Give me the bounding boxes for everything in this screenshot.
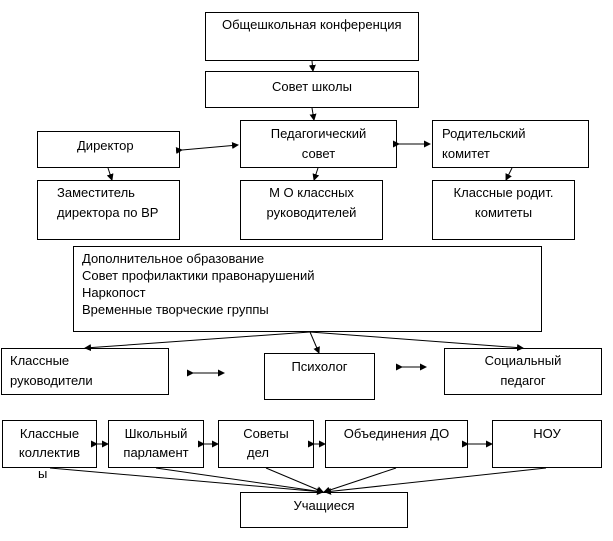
councils-of-affairs-label-2: дел bbox=[247, 445, 269, 460]
conference-box bbox=[205, 12, 419, 61]
arrow-associations-to-students bbox=[323, 467, 397, 494]
class-teachers-box bbox=[1, 348, 169, 395]
mo-class-teachers-box bbox=[240, 180, 383, 240]
school-council-box bbox=[205, 71, 419, 108]
arrow-nou-to-students bbox=[324, 467, 547, 495]
services-box bbox=[73, 246, 542, 332]
psychologist-box bbox=[264, 353, 375, 400]
school-parliament-label-1: Школьный bbox=[124, 426, 188, 441]
service-item: Временные творческие группы bbox=[82, 302, 269, 317]
arrow-services-to-psychologist bbox=[309, 331, 320, 354]
class-collectives-label-3: ы bbox=[38, 466, 48, 481]
nou-label: НОУ bbox=[533, 426, 561, 441]
service-item: Дополнительное образование bbox=[82, 251, 265, 266]
social-pedagogue-label-2: педагог bbox=[500, 373, 546, 388]
class-parent-committees-label-1: Классные родит. bbox=[453, 185, 554, 200]
councils-of-affairs-label-1: Советы bbox=[243, 426, 289, 441]
service-item: Совет профилактики правонарушений bbox=[82, 268, 315, 283]
students-label: Учащиеся bbox=[293, 498, 355, 513]
mo-class-teachers-label-1: М О классных bbox=[269, 185, 354, 200]
ped-council-label-2: совет bbox=[301, 146, 336, 161]
arrow-parent-to-class-parent bbox=[505, 167, 513, 181]
parent-committee-label-2: комитет bbox=[442, 146, 490, 161]
deputy-director-label-2: директора по ВР bbox=[57, 205, 159, 220]
arrow-conference-to-council bbox=[308, 60, 316, 72]
do-associations-box bbox=[325, 420, 468, 468]
arrow-services-to-class-teachers bbox=[84, 331, 311, 352]
class-parent-committees-box bbox=[432, 180, 575, 240]
students-box bbox=[240, 492, 408, 528]
director-box bbox=[37, 131, 180, 168]
arrow-services-to-social-pedagogue bbox=[309, 331, 524, 352]
mo-class-teachers-label-2: руководителей bbox=[266, 205, 357, 220]
arrow-council-to-ped-council bbox=[309, 107, 317, 121]
parent-committee-box bbox=[432, 120, 589, 168]
parent-committee-label-1: Родительский bbox=[442, 126, 526, 141]
arrow-ped-council-to-mo bbox=[312, 167, 320, 181]
arrow-director-to-deputy bbox=[106, 167, 114, 181]
school-council-label: Совет школы bbox=[272, 79, 352, 94]
class-collectives-box bbox=[2, 420, 97, 468]
school-parliament-label-2: парламент bbox=[123, 445, 189, 460]
arrow-collectives-to-students bbox=[49, 467, 324, 495]
arrow-councils-to-students bbox=[265, 467, 324, 493]
arrow-parliament-to-students bbox=[155, 467, 324, 495]
class-collectives-label-2: коллектив bbox=[18, 445, 81, 460]
arrow-director-ped-council bbox=[175, 142, 239, 155]
nou-box bbox=[492, 420, 602, 468]
do-associations-label: Объединения ДО bbox=[343, 426, 450, 441]
psychologist-label: Психолог bbox=[291, 359, 348, 374]
conference-label: Общешкольная конференция bbox=[222, 17, 402, 32]
ped-council-label-1: Педагогический bbox=[270, 126, 367, 141]
service-item: Наркопост bbox=[82, 285, 146, 300]
ped-council-box bbox=[240, 120, 397, 168]
class-teachers-label-1: Классные bbox=[10, 353, 70, 368]
director-label: Директор bbox=[77, 138, 134, 153]
class-collectives-label-1: Классные bbox=[19, 426, 80, 441]
school-parliament-box bbox=[108, 420, 204, 468]
deputy-director-label-1: Заместитель bbox=[57, 185, 135, 200]
social-pedagogue-label-1: Социальный bbox=[484, 353, 562, 368]
councils-of-affairs-box bbox=[218, 420, 314, 468]
class-parent-committees-label-2: комитеты bbox=[474, 205, 533, 220]
class-teachers-label-2: руководители bbox=[10, 373, 93, 388]
